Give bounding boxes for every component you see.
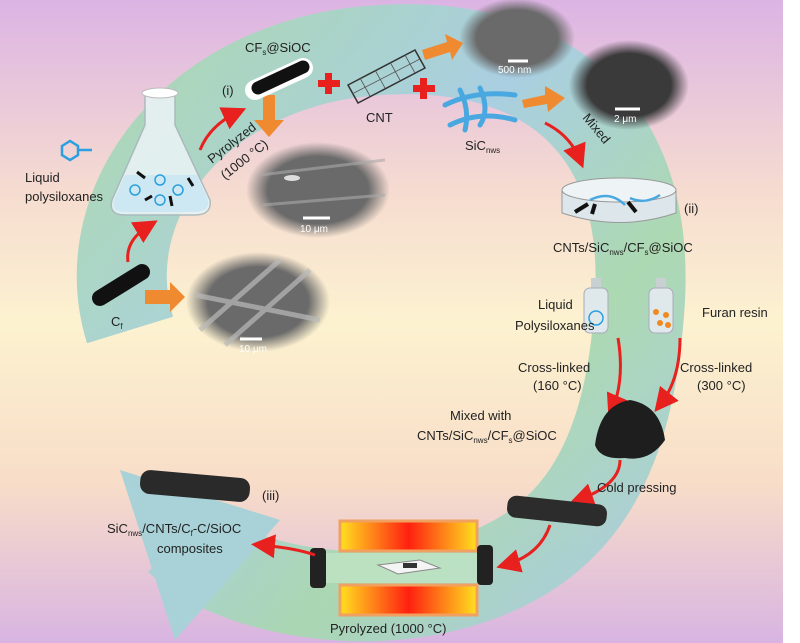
label-cf: Cf: [111, 314, 123, 331]
label-step-ii: (ii): [684, 201, 698, 216]
carbon-fiber-rod-icon: [92, 264, 150, 306]
sem-image-carbon-fibers: 10 μm: [186, 252, 330, 355]
label-cfs-sioc: CFs@SiOC: [245, 40, 311, 57]
scale-bar-label: 500 nm: [498, 65, 531, 76]
arrow-to-mixing: [544, 121, 586, 169]
label-crosslinked-right-temp: (300 °C): [697, 378, 746, 393]
label-crosslinked-left: Cross-linked: [518, 360, 590, 375]
carbon-nanotube-icon: [346, 48, 427, 105]
label-cold-pressing: Cold pressing: [597, 480, 677, 495]
polysiloxane-bottle-icon: [583, 278, 609, 334]
label-sicnws: SiCnws: [465, 138, 500, 155]
arrow-to-product: [251, 534, 316, 559]
sic-nanowires-icon: [442, 85, 518, 133]
benzene-molecule-icon: [60, 139, 92, 162]
orange-arrow-icon: [422, 34, 463, 60]
flask-icon: [110, 87, 211, 216]
label-composites: composites: [157, 541, 223, 556]
plus-icon: [413, 78, 435, 99]
label-liquid: Liquid: [25, 170, 60, 185]
orange-arrows: [145, 34, 565, 312]
arrow-to-furnace: [496, 524, 552, 573]
label-crosslinked-left-temp: (160 °C): [533, 378, 582, 393]
arrow-to-pressing: [569, 459, 622, 507]
composite-bar-icon: [139, 470, 251, 502]
scale-bar-label: 10 μm: [300, 224, 328, 235]
label-step-iii: (iii): [262, 488, 279, 503]
furan-resin-bottle-icon: [648, 278, 674, 334]
label-bottle-polysiloxanes: Polysiloxanes: [515, 318, 595, 333]
arrow-crosslink-left: [606, 337, 629, 419]
border: [783, 0, 800, 643]
arrow-crosslink-right: [654, 337, 682, 413]
sem-image-cfs-sioc: 10 μm: [246, 142, 390, 238]
petri-dish-icon: [561, 177, 677, 223]
label-mixed-with: Mixed with: [450, 408, 511, 423]
coated-fiber-icon: [245, 58, 313, 100]
label-final-product: SiCnws/CNTs/Cf-C/SiOC: [107, 521, 241, 538]
label-polysiloxanes: polysiloxanes: [25, 189, 104, 204]
label-bottle-liquid: Liquid: [538, 297, 573, 312]
sem-image-sicnws: 2 μm: [569, 40, 689, 130]
label-crosslinked-right: Cross-linked: [680, 360, 752, 375]
sem-image-cnt: 500 nm: [459, 0, 575, 78]
label-step-i: (i): [222, 83, 234, 98]
arrow-cf-to-flask: [126, 220, 158, 263]
orange-arrow-icon: [145, 282, 185, 312]
scale-bar-label: 10 μm: [239, 344, 267, 355]
label-cnt: CNT: [366, 110, 393, 125]
tube-furnace-icon: [310, 519, 493, 617]
label-furan-resin: Furan resin: [702, 305, 768, 320]
label-mixed-with-product: CNTs/SiCnws/CFs@SiOC: [417, 428, 557, 445]
scale-bar-label: 2 μm: [614, 114, 636, 125]
label-pyrolyzed-bottom: Pyrolyzed (1000 °C): [330, 621, 446, 636]
cycle-arrowhead: [120, 470, 280, 640]
plus-icon: [318, 73, 340, 94]
orange-arrow-icon: [522, 86, 565, 112]
powder-pile-icon: [595, 400, 665, 459]
orange-arrow-icon: [254, 95, 284, 137]
pressed-bar-icon: [507, 495, 607, 527]
arrow-flask-to-cfs: [198, 107, 247, 151]
label-mix-product: CNTs/SiCnws/CFs@SiOC: [553, 240, 693, 257]
